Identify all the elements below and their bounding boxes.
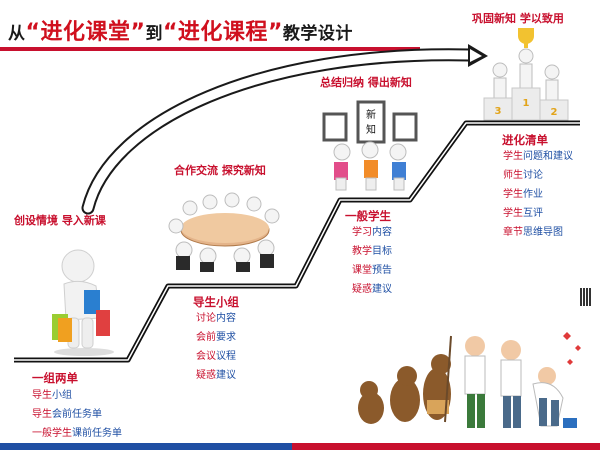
title-suffix: 教学设计 — [282, 24, 353, 44]
list-item: 会议议程 — [196, 351, 236, 362]
list-item: 疑惑建议 — [196, 370, 236, 381]
podium-winners-icon: 3 1 2 — [483, 28, 569, 121]
block-list-3: 学习内容 教学目标 课堂预告 疑惑建议 — [352, 223, 392, 299]
title-underline — [0, 47, 420, 51]
board-text-2: 知 — [366, 123, 376, 136]
list-item: 导生会前任务单 — [32, 409, 102, 420]
page-title: 从“进化课堂”到“进化课程”教学设计 — [8, 14, 353, 46]
block-list-4: 学生问题和建议 师生讨论 学生作业 学生互评 章节思维导图 — [503, 147, 573, 242]
podium-number-3: 3 — [495, 106, 502, 117]
board-text-1: 新 — [366, 108, 376, 121]
block-list-2: 讨论内容 会前要求 会议议程 疑惑建议 — [196, 309, 236, 385]
list-item: 师生讨论 — [503, 170, 543, 181]
list-item: 导生小组 — [32, 390, 72, 401]
stage-title-3: 总结归纳 得出新知 — [320, 76, 412, 89]
list-item: 一般学生课前任务单 — [32, 428, 122, 439]
vertical-bars-icon — [580, 288, 591, 306]
list-item: 学生互评 — [503, 208, 543, 219]
curved-arrow — [81, 44, 488, 215]
stage-title-4: 巩固新知 学以致用 — [472, 12, 564, 25]
block-list-1: 导生小组 导生会前任务单 一般学生课前任务单 — [32, 386, 122, 443]
list-item: 学习内容 — [352, 227, 392, 238]
block-heading-4: 进化清单 — [502, 133, 548, 147]
person-with-bags-icon — [52, 249, 114, 356]
stage-title-2: 合作交流 探究新知 — [174, 164, 266, 177]
title-quote-close-1: ” — [130, 20, 146, 45]
title-phrase-1: 进化课堂 — [40, 20, 131, 45]
list-item: 学生问题和建议 — [503, 151, 573, 162]
list-item: 学生作业 — [503, 189, 543, 200]
block-heading-3: 一般学生 — [345, 209, 391, 223]
list-item: 教学目标 — [352, 246, 392, 257]
block-heading-2: 导生小组 — [193, 295, 239, 309]
stage-title-1: 创设情境 导入新课 — [14, 214, 106, 227]
block-heading-1: 一组两单 — [32, 371, 78, 385]
title-quote-open-2: “ — [162, 20, 178, 45]
list-item: 课堂预告 — [352, 265, 392, 276]
list-item: 会前要求 — [196, 332, 236, 343]
podium-number-1: 1 — [523, 98, 530, 109]
podium-number-2: 2 — [551, 107, 558, 118]
meeting-table-icon — [168, 192, 280, 272]
whiteboard-group-icon: 新 知 — [322, 100, 418, 191]
footer-bar-red — [292, 443, 600, 450]
title-quote-open-1: “ — [25, 20, 41, 45]
footer-bar-blue — [0, 443, 292, 450]
title-middle: 到 — [145, 24, 163, 44]
evolution-icon — [358, 332, 581, 428]
stair-line — [14, 120, 580, 363]
list-item: 章节思维导图 — [503, 227, 563, 238]
title-prefix: 从 — [8, 24, 26, 44]
title-quote-close-2: ” — [267, 20, 283, 45]
title-phrase-2: 进化课程 — [177, 20, 268, 45]
list-item: 讨论内容 — [196, 313, 236, 324]
list-item: 疑惑建议 — [352, 284, 392, 295]
